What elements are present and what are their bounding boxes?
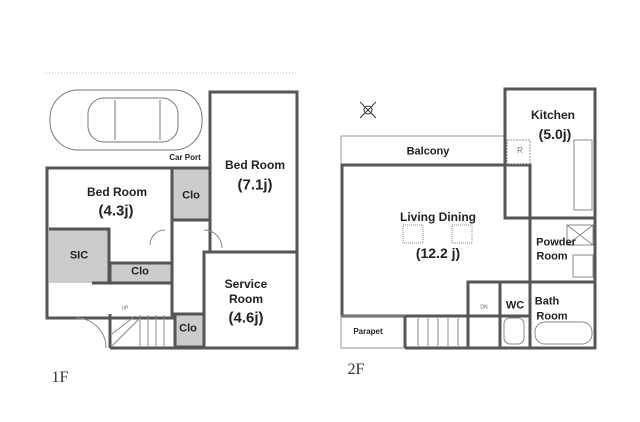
compass-icon	[359, 101, 377, 119]
bed-room-small-name: Bed Room	[87, 185, 147, 199]
kitchen-name: Kitchen	[530, 108, 576, 122]
bath-room-name2: Room	[536, 310, 568, 323]
floor-2-plan	[340, 87, 597, 350]
car-port-label: Car Port	[169, 153, 201, 162]
floor-1-plan	[45, 72, 299, 350]
service-room-walls	[202, 250, 299, 350]
parapet-label: Parapet	[353, 327, 383, 336]
closet-2-label: Clo	[131, 265, 149, 278]
bed-room-small-size: (4.3j)	[98, 202, 134, 220]
closet-3-shape	[173, 312, 206, 349]
refrigerator-label: R	[517, 146, 523, 155]
wc-label: WC	[505, 299, 525, 312]
floor-2-label: 2F	[347, 361, 365, 378]
sic-label: SIC	[69, 249, 89, 262]
floor-1-label: 1F	[51, 369, 69, 386]
closet-1-label: Clo	[182, 189, 200, 202]
stairs-up-label: UP	[121, 305, 129, 312]
living-dining-name: Living Dining	[400, 210, 476, 224]
kitchen-size: (5.0j)	[538, 126, 572, 142]
powder-room-name1: Powder	[536, 236, 576, 249]
stairs-down-label: DN	[480, 304, 488, 311]
service-room-name1: Service	[224, 277, 268, 291]
powder-room-name2: Room	[536, 250, 568, 263]
closet-3-label: Clo	[179, 322, 197, 335]
bed-room-large-size: (7.1j)	[237, 176, 273, 194]
car-icon	[49, 89, 203, 151]
balcony-label: Balcony	[406, 145, 450, 158]
bath-room-name1: Bath	[534, 295, 560, 308]
living-dining-size: (12.2 j)	[415, 245, 461, 261]
bed-room-large-walls	[208, 90, 299, 254]
sic-shape	[49, 229, 109, 283]
closet-2-shape	[108, 261, 174, 285]
bed-room-large-name: Bed Room	[225, 158, 285, 172]
service-room-size: (4.6j)	[228, 309, 264, 327]
closet-1-shape	[170, 166, 212, 222]
stairs-1f	[75, 229, 223, 349]
service-room-name2: Room	[229, 292, 263, 306]
living-dining-walls	[340, 163, 532, 318]
fixtures-2f	[402, 139, 594, 346]
